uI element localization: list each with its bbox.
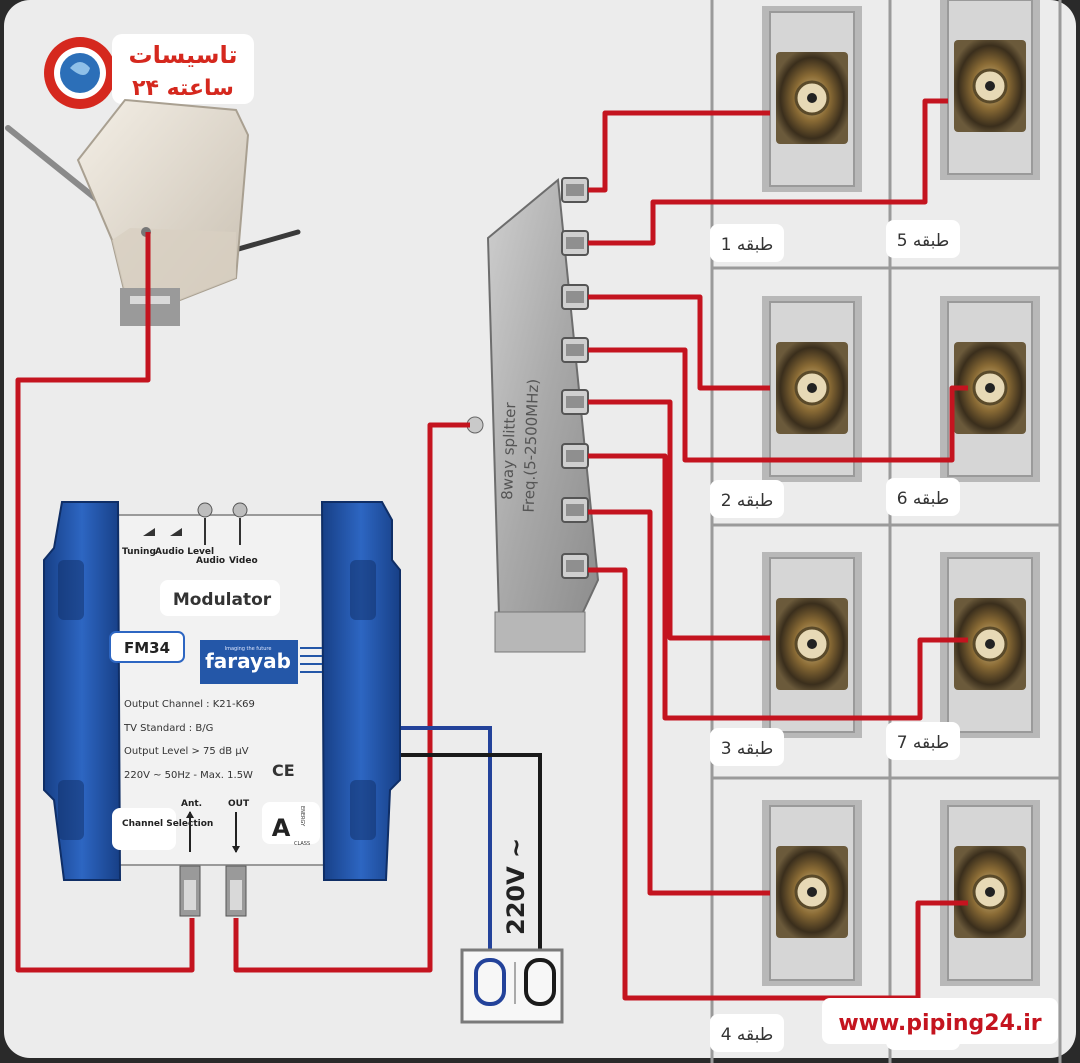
splitter-port-5	[561, 389, 589, 415]
spec-output-channel: Output Channel : K21-K69	[124, 699, 255, 710]
splitter-port-7	[561, 497, 589, 523]
floor-label-text: طبقه 4	[721, 1025, 774, 1045]
wall-socket-4	[940, 296, 1040, 482]
floor-label-6: طبقه 6	[886, 478, 960, 516]
port-label-ant: Ant.	[181, 799, 202, 809]
modulator-title: Modulator	[173, 590, 272, 610]
spec-output-level: Output Level > 75 dB μV	[124, 746, 249, 757]
building-grid	[710, 0, 1062, 1063]
floor-label-3: طبقه 3	[710, 728, 784, 766]
control-audio: Audio	[196, 556, 225, 566]
cable-7	[588, 399, 770, 641]
splitter-label-1: 8way splitter	[498, 401, 519, 500]
floor-label-7: طبقه 7	[886, 722, 960, 760]
splitter-output-ports	[561, 177, 589, 579]
cable-2	[233, 422, 470, 973]
energy-class-top: ENERGY	[299, 806, 305, 827]
outlet-pin-blue	[474, 958, 506, 1006]
power-cords	[382, 726, 542, 975]
floor-label-2: طبقه 2	[710, 480, 784, 518]
logo: تاسیسات ۲۴ ساعته	[44, 34, 254, 109]
power-cord-blue	[382, 726, 492, 975]
logo-line-2: ۲۴ ساعته	[132, 76, 234, 101]
power-voltage-label: 220V ~	[502, 838, 530, 935]
coax-cables	[15, 98, 968, 1001]
video-jack-icon	[232, 502, 248, 518]
splitter-port-1	[561, 177, 589, 203]
wall-socket-5	[762, 552, 862, 738]
modulator-model: FM34	[124, 639, 170, 657]
splitter-label-2: Freq.(5-2500MHz)	[520, 379, 543, 513]
wall-socket-1	[762, 6, 862, 192]
wall-sockets	[762, 0, 1040, 986]
floor-label-text: طبقه 6	[897, 489, 950, 509]
website-url: www.piping24.ir	[838, 1011, 1041, 1036]
power-cord-black	[382, 753, 542, 975]
website-badge: www.piping24.ir	[822, 998, 1058, 1044]
wall-socket-2	[940, 0, 1040, 180]
splitter-port-6	[561, 443, 589, 469]
floor-label-text: طبقه 5	[897, 231, 950, 251]
floor-label-text: طبقه 3	[721, 739, 774, 759]
cable-8	[588, 453, 968, 721]
logo-line-1: تاسیسات	[129, 41, 238, 69]
splitter-mount	[494, 611, 586, 653]
floor-labels: طبقه 1 طبقه 2 طبقه 3 طبقه 4 طبقه 5 طبقه 6 طبقه…	[710, 220, 960, 1052]
port-label-out: OUT	[228, 799, 250, 809]
energy-class-letter: A	[272, 814, 291, 842]
cable-10	[588, 567, 968, 1001]
audio-jack-icon	[197, 502, 213, 518]
floor-label-1: طبقه 1	[710, 224, 784, 262]
power-outlet	[460, 948, 564, 1024]
control-audio-level: Audio Level	[155, 547, 214, 557]
floor-label-text: طبقه 1	[721, 235, 774, 255]
ce-mark: CE	[272, 761, 295, 780]
cable-3	[588, 110, 770, 193]
floor-label-4: طبقه 4	[710, 1014, 784, 1052]
outlet-pin-black	[524, 958, 556, 1006]
splitter: 8way splitter Freq.(5-2500MHz)	[466, 177, 600, 653]
splitter-port-3	[561, 284, 589, 310]
spec-tv-standard: TV Standard : B/G	[123, 723, 213, 734]
channel-selection-label: Channel Selection	[122, 819, 213, 829]
cable-4	[588, 98, 948, 246]
control-video: Video	[229, 556, 258, 566]
wall-socket-3	[762, 296, 862, 482]
modulator-brand-tagline: Imaging the future	[225, 646, 272, 652]
splitter-port-4	[561, 337, 589, 363]
cable-6	[588, 347, 968, 463]
cable-1	[15, 232, 195, 973]
cable-9	[588, 509, 770, 896]
splitter-port-8	[561, 553, 589, 579]
energy-class-bottom: CLASS	[294, 841, 310, 847]
cable-5	[588, 294, 770, 391]
modulator-brand: farayab	[205, 649, 291, 673]
control-tuning: Tuning	[122, 547, 156, 557]
wall-socket-7	[762, 800, 862, 986]
floor-label-5: طبقه 5	[886, 220, 960, 258]
wall-socket-8	[940, 800, 1040, 986]
splitter-port-2	[561, 230, 589, 256]
spec-power: 220V ~ 50Hz - Max. 1.5W	[124, 770, 253, 781]
wall-socket-6	[940, 552, 1040, 738]
floor-label-text: طبقه 2	[721, 491, 774, 511]
modulator-right-bracket	[320, 501, 401, 881]
brand-badge	[200, 640, 298, 684]
modulator-device: Tuning Audio Level Audio Video Modulator…	[43, 501, 401, 917]
floor-label-text: طبقه 7	[897, 733, 950, 753]
splitter-body	[486, 178, 600, 652]
